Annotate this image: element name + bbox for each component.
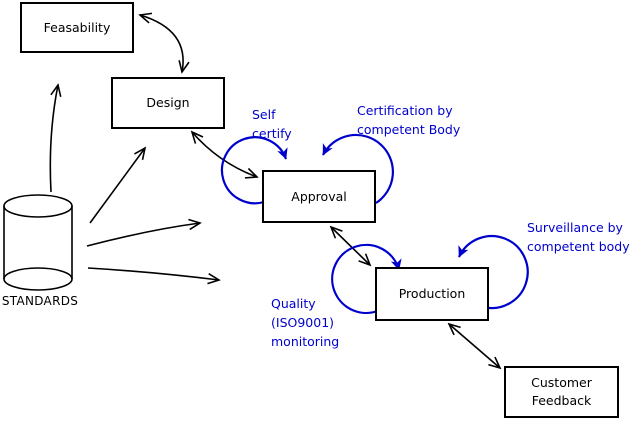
node-customer-feedback-label-line1: Customer (531, 375, 592, 390)
arrow-approval-production (331, 227, 370, 265)
annotation-self-certify: Self certify (252, 107, 292, 141)
node-design: Design (111, 77, 225, 129)
standards-label: STANDARDS (1, 294, 79, 308)
arrow-standards-feasability (49, 85, 58, 193)
annotation-certification: Certification by competent Body (357, 103, 461, 137)
standards-cylinder-shape (3, 194, 73, 291)
loop-certification (322, 133, 394, 204)
annotation-surveillance: Surveillance by competent body (527, 220, 630, 254)
node-approval-label: Approval (291, 188, 347, 204)
node-approval: Approval (262, 170, 376, 223)
arrow-standards-approval (86, 223, 200, 247)
arrow-feasability-design (140, 15, 183, 72)
node-customer-feedback: Customer Feedback (504, 366, 619, 418)
node-production: Production (375, 267, 489, 321)
node-customer-feedback-label-line2: Feedback (531, 393, 592, 408)
loop-surveillance (458, 234, 529, 310)
node-feasability-label: Feasability (43, 19, 111, 35)
node-production-label: Production (398, 286, 466, 301)
loop-quality-monitoring (331, 243, 402, 315)
loop-self-certify (220, 136, 288, 205)
arrow-standards-production (87, 267, 219, 280)
node-design-label: Design (146, 95, 190, 110)
arrow-design-approval (192, 132, 257, 177)
arrow-production-customer-feedback (449, 324, 500, 368)
annotation-quality-monitoring: Quality (ISO9001) monitoring (271, 296, 340, 349)
arrow-standards-design (89, 148, 145, 224)
node-feasability: Feasability (20, 2, 134, 53)
